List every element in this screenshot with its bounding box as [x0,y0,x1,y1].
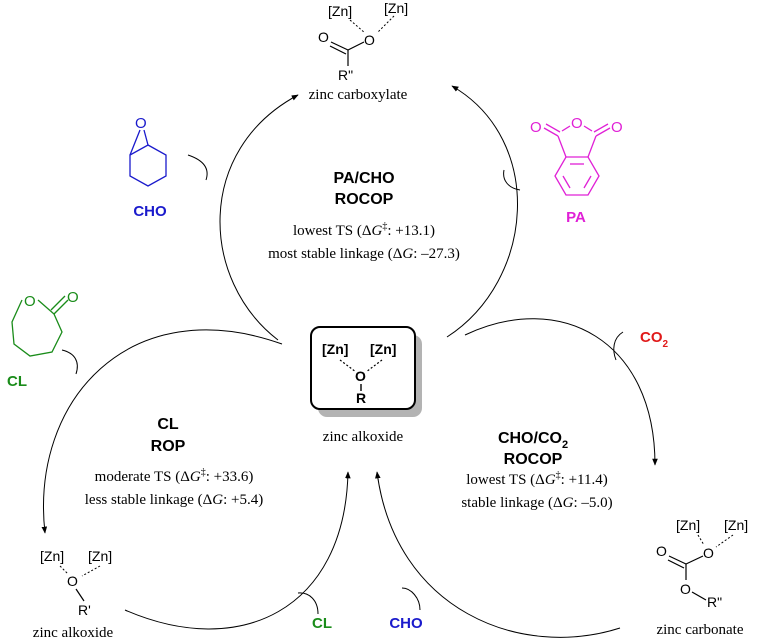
bl-zn-left: [Zn] [40,548,64,564]
center-box [310,326,416,410]
cl-oxygen-carbonyl: O [67,289,79,306]
center-zn-right: [Zn] [370,341,396,357]
br-zn-right: [Zn] [724,517,748,533]
reagent-hooks [61,154,624,615]
bl-oxygen: O [67,573,78,589]
hook-co2 [613,331,624,361]
arc-top-right [446,85,518,338]
arc-top-left [219,94,299,341]
cl-subtitle: ROP [151,438,186,455]
pa-cho-title: PA/CHO [333,170,394,187]
reagent-cho-top: O CHO [129,115,167,220]
br-oxygen-carbonyl: O [656,543,667,559]
cl-ts-line: moderate TS (ΔG‡: +33.6) [95,467,254,485]
center-zn-left: [Zn] [322,341,348,357]
cho-top-oxygen: O [135,115,147,132]
bl-r-group: R' [78,602,91,618]
cho-hexagon [129,144,167,187]
pa-cho-subtitle: ROCOP [335,191,394,208]
cl-oxygen-ring: O [24,293,36,310]
br-oxygen-top: O [703,545,714,561]
bl-caption: zinc alkoxide [33,625,114,641]
br-zn-left: [Zn] [676,517,700,533]
arc-right-top [464,318,658,466]
bl-zn-right: [Zn] [88,548,112,564]
cho-co2-subtitle: ROCOP [504,451,563,468]
cho-co2-linkage-line: stable linkage (ΔG: –5.0) [461,495,612,511]
top-oxygen-ester: O [364,32,375,48]
top-r-group: R" [338,67,353,83]
hook-cl-top [61,349,78,375]
pa-label: PA [566,209,586,226]
br-r-group: R" [707,594,722,610]
cho-bottom-label: CHO [389,615,423,632]
cl-bottom-label: CL [312,615,332,632]
cl-top-label: CL [7,373,27,390]
cl-linkage-line: less stable linkage (ΔG: +5.4) [85,492,264,508]
top-zn-left: [Zn] [328,3,352,19]
hook-cho-bottom [401,587,421,611]
cho-co2-title: CHO/CO2 [498,430,568,451]
br-caption: zinc carbonate [656,622,743,638]
arc-right-bottom [375,471,621,638]
cycle-arcs [41,85,658,638]
top-zn-right: [Zn] [384,0,408,16]
arc-left-bottom [124,471,351,630]
center-zinc-alkoxide: [Zn] [Zn] O R zinc alkoxide [310,326,422,445]
cho-top-label: CHO [133,203,167,220]
bottom-left-zinc-alkoxide: [Zn] [Zn] O R' zinc alkoxide [33,548,114,641]
pa-cho-description: PA/CHO ROCOP lowest TS (ΔG‡: +13.1) most… [268,170,460,262]
cl-title: CL [157,416,179,433]
cl-rop-description: CL ROP moderate TS (ΔG‡: +33.6) less sta… [85,416,264,508]
pa-oxygen-right: O [611,119,623,136]
top-caption: zinc carboxylate [309,87,408,103]
co2-label: CO2 [640,329,669,350]
cho-co2-description: CHO/CO2 ROCOP lowest TS (ΔG‡: +11.4) sta… [461,430,612,511]
pa-oxygen-left: O [530,119,542,136]
top-zinc-carboxylate: [Zn] [Zn] O O R" zinc carboxylate [309,0,408,103]
top-oxygen-carbonyl: O [318,29,329,45]
center-r-group: R [356,390,366,406]
pa-oxygen-ring: O [571,115,583,132]
center-caption: zinc alkoxide [323,429,404,445]
pa-cho-linkage-line: most stable linkage (ΔG: –27.3) [268,246,460,262]
hook-cho-top [187,154,208,181]
cho-co2-ts-line: lowest TS (ΔG‡: +11.4) [466,470,607,488]
reagent-cl-top: O O CL [7,289,79,390]
pa-benzene [554,156,600,196]
arc-left-top [41,329,283,534]
pa-cho-ts-line: lowest TS (ΔG‡: +13.1) [293,221,435,239]
bottom-right-zinc-carbonate: [Zn] [Zn] O O O R" zinc carbonate [656,517,748,638]
hook-cl-bottom [297,592,319,615]
cl-ring [11,299,63,357]
br-oxygen-bottom: O [680,581,691,597]
hook-pa [503,169,521,191]
reagent-pa: O O O PA [530,115,623,226]
center-oxygen: O [355,368,366,384]
